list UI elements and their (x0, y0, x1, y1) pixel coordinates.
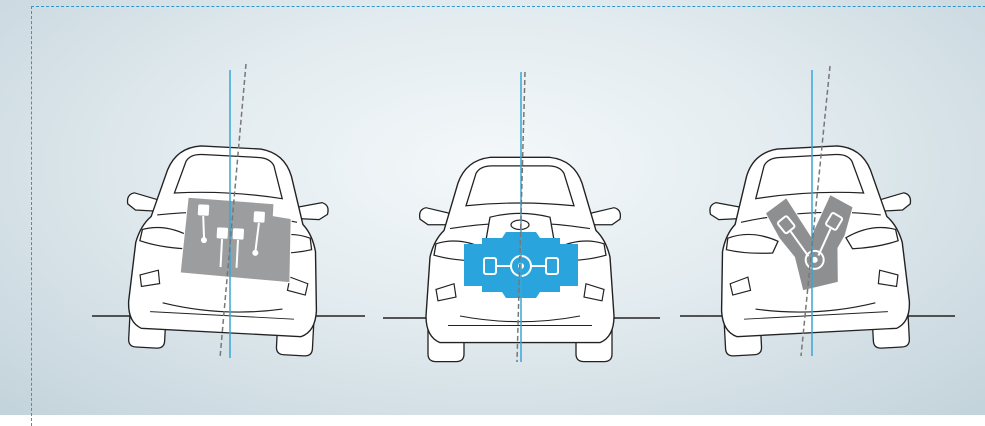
engine-comparison-diagram (0, 0, 985, 415)
diagram-stage (0, 0, 985, 415)
